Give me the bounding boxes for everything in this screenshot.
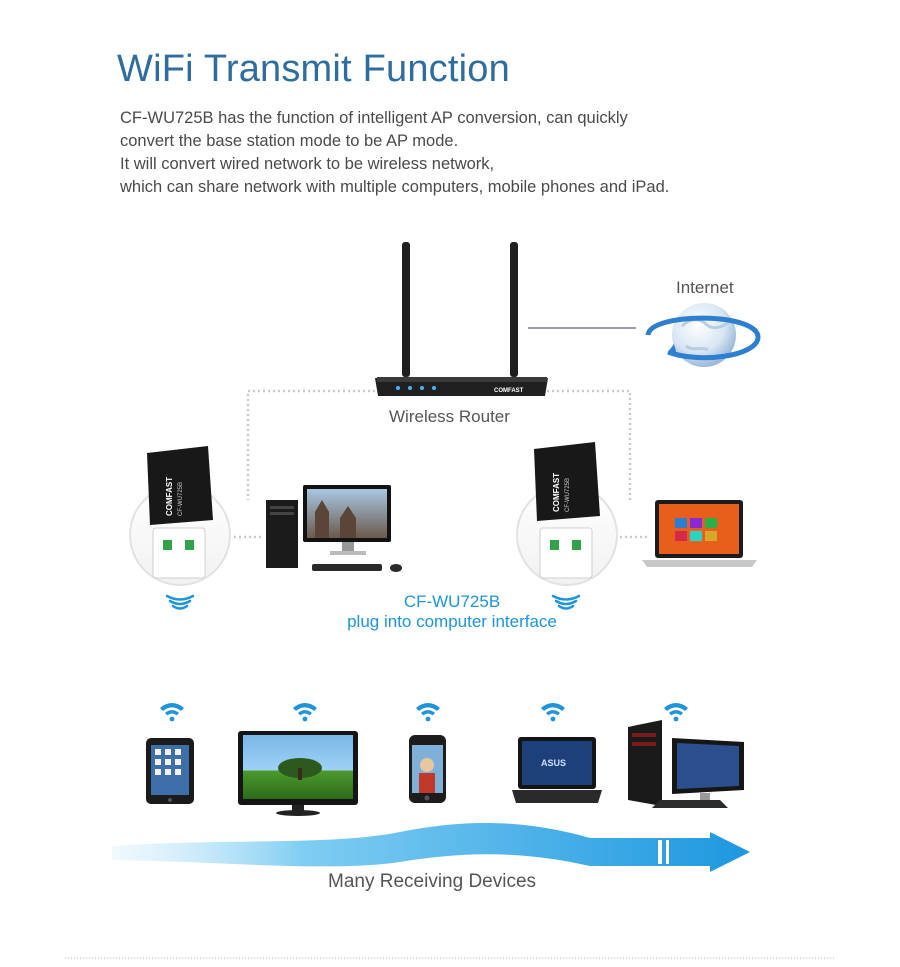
router-label: Wireless Router [389, 407, 510, 426]
description-line-4: which can share network with multiple co… [120, 178, 670, 196]
internet-label: Internet [676, 278, 734, 297]
usb-adapter-left: COMFAST CF-WU725B [129, 446, 231, 586]
wifi-icon [416, 703, 440, 722]
usb-adapter-right: COMFAST CF-WU725B [516, 442, 618, 586]
description-line-3: It will convert wired network to be wire… [120, 155, 495, 173]
receiving-devices-label: Many Receiving Devices [328, 871, 537, 892]
wifi-signal-icon-right [551, 594, 581, 610]
router-brand: COMFAST [494, 388, 524, 394]
desktop-computer-icon [266, 485, 402, 572]
adapter-caption-model: CF-WU725B [403, 592, 501, 611]
svg-text:ASUS: ASUS [541, 758, 566, 768]
tablet-icon [146, 738, 194, 804]
description-line-2: convert the base station mode to be AP m… [120, 132, 459, 150]
wifi-icon [293, 703, 317, 722]
description: CF-WU725B has the function of intelligen… [120, 107, 669, 199]
wifi-icons-row [160, 703, 688, 722]
dotted-connections [234, 389, 650, 539]
laptop-icon [642, 500, 757, 567]
tv-icon [238, 731, 358, 816]
wifi-icon [160, 703, 184, 722]
wifi-icon [541, 703, 565, 722]
desktop-bottom-icon [628, 720, 744, 808]
router-icon: COMFAST [375, 242, 548, 396]
adapter-model-left: CF-WU725B [178, 482, 184, 516]
globe-icon [645, 303, 761, 367]
smartphone-icon [409, 735, 446, 803]
adapter-brand-left: COMFAST [165, 477, 174, 516]
adapter-model-right: CF-WU725B [565, 478, 571, 512]
adapter-caption-text: plug into computer interface [347, 612, 557, 631]
wifi-icon [664, 703, 688, 722]
adapter-brand-right: COMFAST [552, 473, 561, 512]
laptop-bottom-icon: ASUS [512, 737, 602, 803]
flow-arrow [112, 822, 750, 872]
description-line-1: CF-WU725B has the function of intelligen… [120, 109, 628, 127]
page-title: WiFi Transmit Function [117, 48, 510, 90]
wifi-signal-icon-left [165, 594, 195, 610]
